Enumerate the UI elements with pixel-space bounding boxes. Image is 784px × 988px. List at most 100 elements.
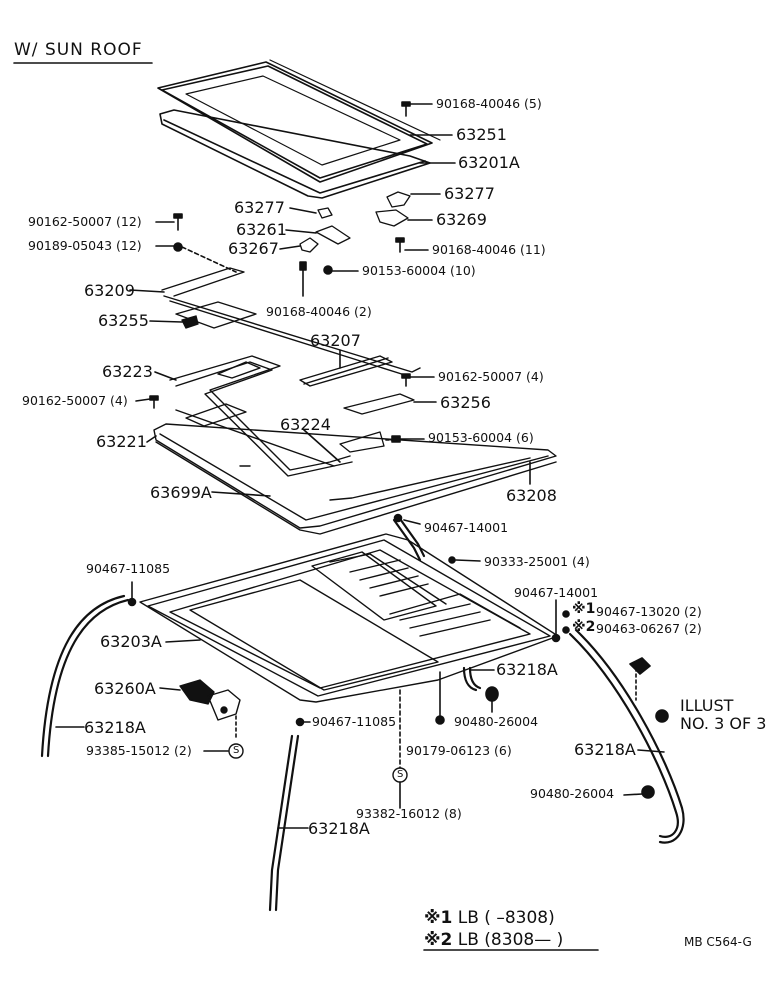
screw-icon [173,213,183,231]
screw-icon [435,715,445,725]
part-label: 63251 [456,125,507,144]
part-label: 90168-40046 (5) [436,96,542,111]
legend-text: LB (8308— ) [457,930,564,950]
clip-icon [562,610,570,634]
legend-item-1: ※1 LB ( –8308) [424,910,555,927]
grommet-icon [485,686,499,702]
part-label: 63218A [574,740,636,759]
part-label: 90467-14001 [424,520,509,535]
part-label: 63221 [96,432,147,451]
leader-line [289,207,317,214]
part-label: 63207 [310,331,361,350]
legend-text: LB ( –8308) [457,908,555,928]
sunroof-motor [179,679,241,721]
part-label: 63218A [496,660,558,679]
sunroof-glass-panel [159,109,431,199]
variant-mark-1: ※1 [572,601,596,617]
part-label: 93385-15012 (2) [86,743,192,758]
part-label: 90162-50007 (12) [28,214,142,229]
legend-mark: ※2 [424,930,453,950]
part-label: 63203A [100,632,162,651]
dashed-line [181,246,237,273]
leader-line [279,245,301,250]
screw-icon [299,261,307,297]
bracket-parts [299,191,411,253]
leader-line [135,398,151,402]
part-label: 63255 [98,311,149,330]
illust-reference-line1: ILLUST [680,696,734,715]
part-label: 90467-11085 [86,561,171,576]
part-label: 90153-60004 (10) [362,263,476,278]
variant-mark-2: ※2 [572,619,596,635]
leader-line [146,435,157,443]
part-label: 63261 [236,220,287,239]
drain-hose [40,594,130,758]
grommet-icon [641,785,655,799]
part-label: 63218A [84,718,146,737]
part-label: 63208 [506,486,557,505]
part-label: 90168-40046 (2) [266,304,372,319]
screw-symbol-label: S [397,769,404,780]
part-label: 90333-25001 (4) [484,554,590,569]
hose-joint-icon [629,657,651,675]
screw-icon [395,237,405,253]
grommet-icon [448,556,456,564]
sunroof-glass-frame [157,59,441,183]
part-label: 90467-11085 [312,714,397,729]
drain-hose [268,734,300,912]
part-label: 63269 [436,210,487,229]
leader-line [637,749,665,753]
legend-mark: ※1 [424,908,453,928]
part-label: 63277 [234,198,285,217]
part-label: 90179-06123 (6) [406,743,512,758]
part-label: 90463-06267 (2) [596,621,702,636]
screw-icon [323,265,333,275]
part-label: 90162-50007 (4) [438,369,544,384]
screw-icon [401,101,411,117]
leader-line [303,429,341,463]
part-label: 90480-26004 [530,786,615,801]
guide-rail-assembly [161,267,421,387]
leader-line [165,639,201,643]
leader-line [455,559,481,562]
bracket-parts [339,393,415,453]
diagram-code: MB C564-G [684,935,752,949]
part-label: 63260A [94,679,156,698]
part-label: 63267 [228,239,279,258]
part-label: 90467-14001 [514,585,599,600]
part-label: 63209 [84,281,135,300]
clip-icon [127,513,561,727]
leader-line [154,371,177,381]
drain-hose [462,666,482,692]
screw-icon [401,373,411,387]
part-label: 93382-16012 (8) [356,806,462,821]
drain-hose [392,514,426,562]
part-label: 63201A [458,153,520,172]
part-label: 90168-40046 (11) [432,242,546,257]
part-label: 90162-50007 (4) [22,393,128,408]
leader-line [211,491,271,497]
part-label: 90153-60004 (6) [428,430,534,445]
screw-symbol-label: S [233,745,240,756]
drain-hose [568,628,685,844]
nut-icon [173,242,183,252]
part-label: 63224 [280,415,331,434]
screw-symbol-icon [228,743,244,759]
part-label: 63277 [444,184,495,203]
part-label: 63218A [308,819,370,838]
leader-line [285,229,317,234]
screw-icon [149,395,159,409]
illust-reference: ILLUST NO. 3 OF 3 [680,696,766,734]
sunroof-frame-assembly [153,355,557,535]
hose-cap-icon [655,709,669,723]
leader-line [403,519,421,525]
sunroof-housing [139,533,559,703]
part-label: 63699A [150,483,212,502]
leader-line [623,793,643,796]
screw-icon [391,435,401,443]
leader-line [129,289,165,293]
part-label: 90480-26004 [454,714,539,729]
diagram-title: W/ SUN ROOF [14,40,143,60]
